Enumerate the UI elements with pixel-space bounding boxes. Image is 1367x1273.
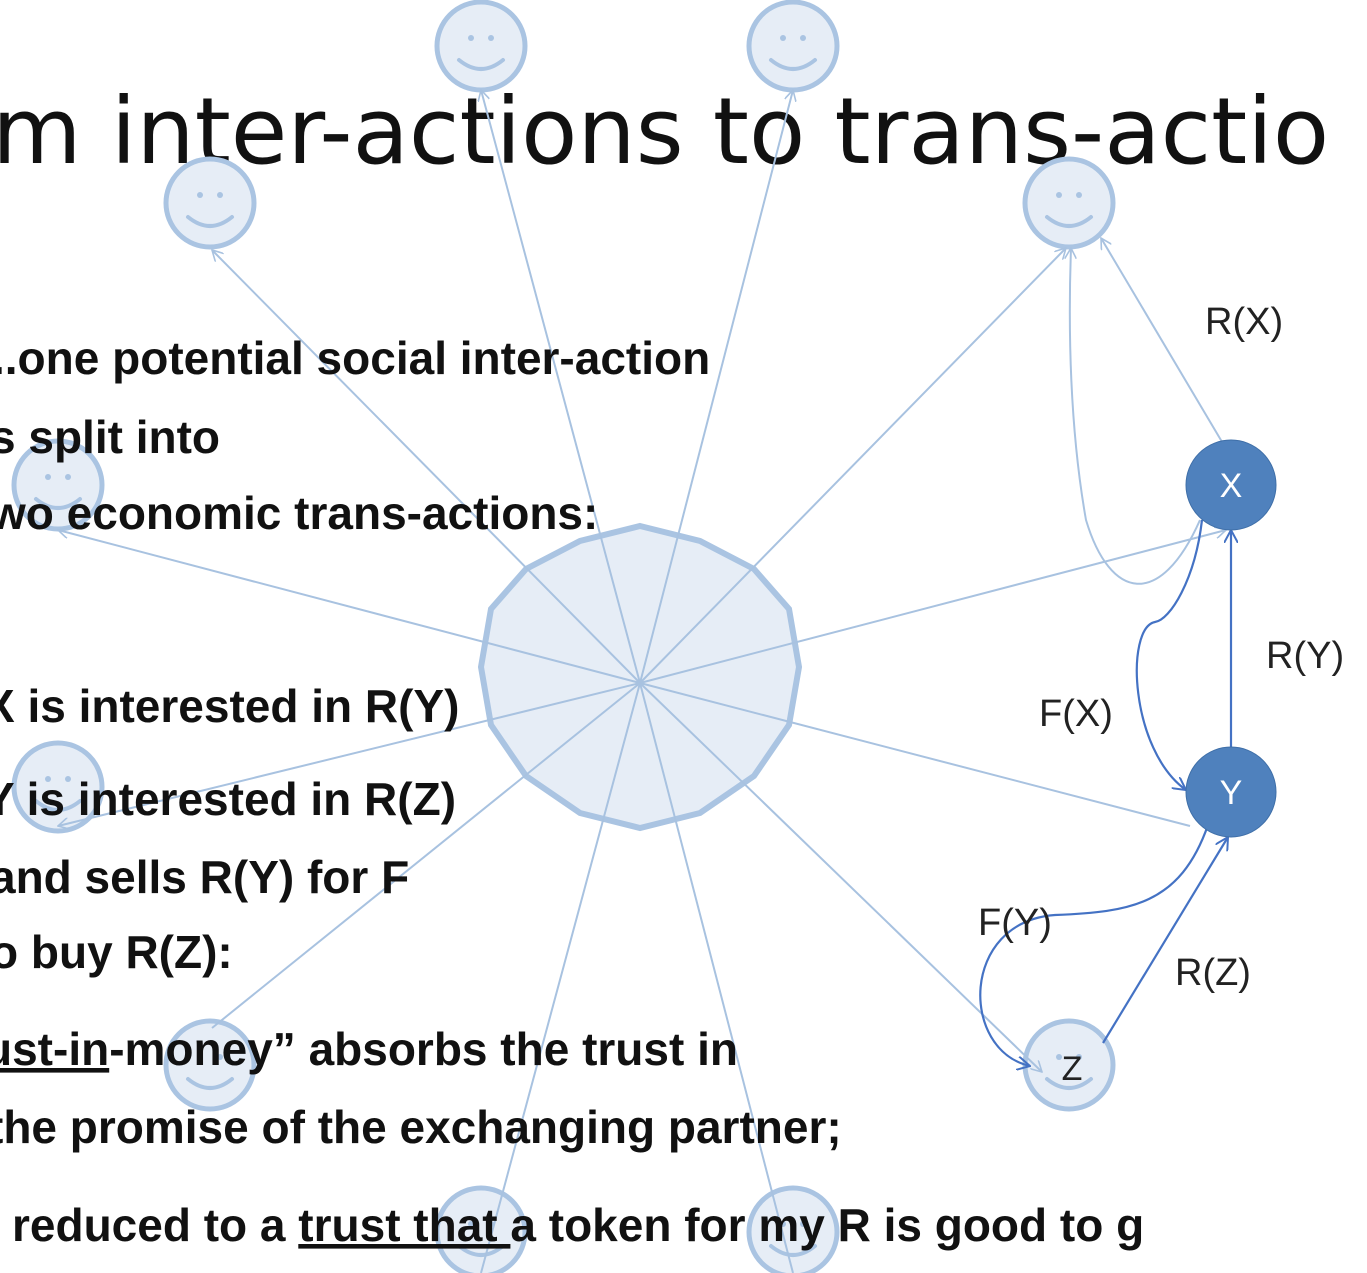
node-z-label: Z xyxy=(1062,1050,1083,1088)
smiley-upper-left-icon xyxy=(166,159,254,247)
smiley-top-right-icon xyxy=(749,2,837,90)
bullet-line-4: X is interested in R(Y) xyxy=(0,680,459,732)
edge-label-fx: F(X) xyxy=(1039,693,1113,735)
bullet-line-1: ..one potential social inter-action xyxy=(0,332,710,384)
edge-label-rz: R(Z) xyxy=(1175,952,1251,994)
hub-spokes xyxy=(58,90,1229,1273)
edge-label-ry: R(Y) xyxy=(1266,635,1344,677)
bullet-text: ..one potential social inter-action s sp… xyxy=(0,332,1144,1251)
bullet-line-10-a: reduced to a xyxy=(12,1199,298,1251)
node-y-label: Y xyxy=(1220,774,1243,812)
bullet-line-8: ust-in-money” absorbs the trust in xyxy=(0,1023,738,1075)
bullet-line-10-underlined: trust that xyxy=(298,1199,510,1251)
bullet-line-10-b: a token for my R is good to g xyxy=(510,1199,1144,1251)
smiley-top-left-icon xyxy=(437,2,525,90)
edge-label-fy: F(Y) xyxy=(978,902,1052,944)
smiley-upper-right-icon xyxy=(1025,159,1113,247)
bullet-line-7: o buy R(Z): xyxy=(0,926,233,978)
node-x: X xyxy=(1185,439,1277,531)
node-x-label: X xyxy=(1220,467,1243,505)
bullet-line-8-rest: -money” absorbs the trust in xyxy=(109,1023,738,1075)
edge-label-rx: R(X) xyxy=(1205,301,1283,343)
bullet-line-6: and sells R(Y) for F xyxy=(0,851,409,903)
bullet-line-10: reduced to a trust that a token for my R… xyxy=(12,1199,1144,1251)
node-y: Y xyxy=(1185,746,1277,838)
bullet-line-2: s split into xyxy=(0,411,220,463)
bullet-line-3: wo economic trans-actions: xyxy=(0,487,598,539)
transaction-edges xyxy=(979,519,1231,1066)
bullet-line-9: the promise of the exchanging partner; xyxy=(0,1101,842,1153)
bullet-line-5: Y is interested in R(Z) xyxy=(0,773,456,825)
bullet-line-8-underlined: ust-in xyxy=(0,1023,109,1075)
